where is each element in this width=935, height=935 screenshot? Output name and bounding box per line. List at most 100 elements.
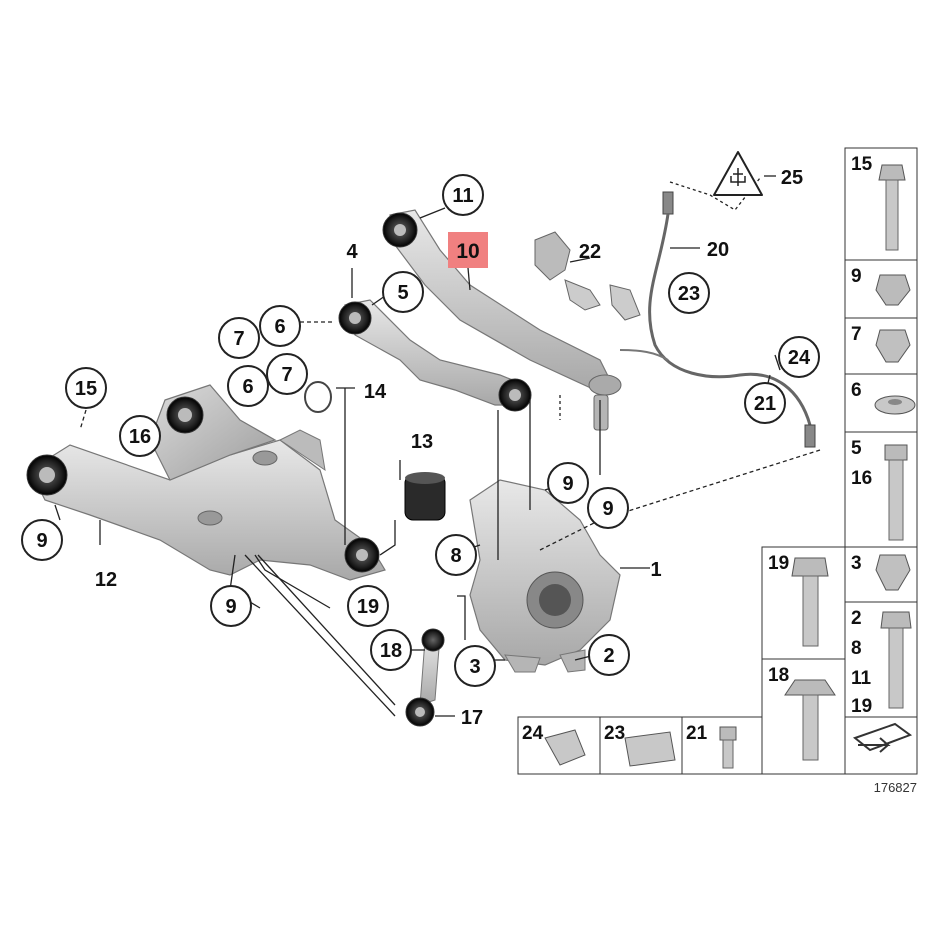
plain-labels: 4 14 13 22 20 25 1 12 17 [95, 167, 803, 729]
table-label-24: 24 [522, 723, 544, 744]
callout-23-bubble: 23 [668, 272, 710, 314]
table-label-19: 19 [768, 553, 789, 574]
table-label-23: 23 [604, 723, 625, 744]
parts-table [517, 147, 918, 775]
callout-15-bubble: 15 [65, 367, 107, 409]
callout-label: 3 [469, 656, 480, 678]
table-label-18: 18 [768, 665, 789, 686]
callout-circle [382, 271, 424, 313]
callout-label: 6 [274, 316, 285, 338]
callout-3-bubble: 3 [454, 645, 496, 687]
callout-circle [347, 585, 389, 627]
callout-circle [21, 519, 63, 561]
table-label-15: 15 [851, 154, 873, 175]
callout-6b-bubble: 6 [227, 365, 269, 407]
wheel-speed-sensor-part [619, 191, 816, 448]
callout-circle [587, 487, 629, 529]
parts-table-labels: 15 9 7 6 5 16 19 3 2 8 11 19 18 24 23 21 [522, 154, 873, 744]
callout-circle [454, 645, 496, 687]
callout-10-label: 10 [456, 240, 479, 263]
table-label-19b: 19 [851, 696, 872, 717]
table-label-21: 21 [686, 723, 708, 744]
callout-circle [442, 174, 484, 216]
callout-12-label: 12 [95, 569, 117, 591]
callout-circle [668, 272, 710, 314]
callout-circle [218, 317, 260, 359]
callout-4-label: 4 [346, 241, 358, 263]
callout-17-label: 17 [461, 707, 483, 729]
callout-label: 23 [678, 283, 700, 305]
anti-roll-link-part [405, 628, 445, 727]
wheel-carrier-part [469, 479, 621, 673]
callout-2-bubble: 2 [588, 634, 630, 676]
drawing-number: 176827 [874, 780, 917, 795]
callout-label: 9 [36, 530, 47, 552]
callout-18-bubble: 18 [370, 629, 412, 671]
callout-6a-bubble: 6 [259, 305, 301, 347]
callout-circle [65, 367, 107, 409]
callout-label: 24 [788, 347, 811, 369]
callout-label: 8 [450, 545, 461, 567]
callout-circle [778, 336, 820, 378]
callout-5-bubble: 5 [382, 271, 424, 313]
callout-label: 7 [233, 328, 244, 350]
callout-21-bubble: 21 [744, 382, 786, 424]
upper-wishbone-part [338, 299, 532, 412]
callout-label: 16 [129, 426, 151, 448]
callout-circle [266, 353, 308, 395]
callout-13-label: 13 [411, 431, 433, 453]
bracket-part [534, 231, 641, 321]
table-label-8: 8 [851, 638, 862, 659]
callout-25-label: 25 [781, 167, 803, 189]
table-label-5: 5 [851, 438, 862, 459]
callout-circle [588, 634, 630, 676]
rubber-mount-part [404, 472, 446, 521]
callout-label: 18 [380, 640, 402, 662]
callout-circle [435, 534, 477, 576]
electrical-warning-icon [713, 151, 776, 196]
callout-circle [370, 629, 412, 671]
table-part-illustrations [544, 164, 916, 769]
callout-16-bubble: 16 [119, 415, 161, 457]
callout-label: 9 [562, 473, 573, 495]
callout-9d-bubble: 9 [210, 585, 252, 627]
callout-9b-bubble: 9 [587, 487, 629, 529]
callout-circle [259, 305, 301, 347]
callout-8-bubble: 8 [435, 534, 477, 576]
callout-label: 11 [452, 185, 473, 207]
callout-label: 9 [225, 596, 236, 618]
table-label-7: 7 [851, 324, 862, 345]
table-label-9: 9 [851, 266, 862, 287]
track-control-arm-part [382, 209, 622, 431]
callout-label: 19 [357, 596, 379, 618]
lower-control-arm-part [26, 384, 386, 581]
table-label-6: 6 [851, 380, 862, 401]
callout-19-bubble: 19 [347, 585, 389, 627]
callout-14-label: 14 [364, 381, 387, 403]
callout-7b-bubble: 7 [266, 353, 308, 395]
callout-label: 7 [281, 364, 292, 386]
callout-label: 5 [397, 282, 408, 304]
table-label-3: 3 [851, 553, 862, 574]
callout-label: 21 [754, 393, 776, 415]
callout-7a-bubble: 7 [218, 317, 260, 359]
callout-9a-bubble: 9 [547, 462, 589, 504]
callout-circle [547, 462, 589, 504]
callout-circle [744, 382, 786, 424]
callout-circle [227, 365, 269, 407]
table-label-11: 11 [851, 668, 872, 689]
callout-label: 15 [75, 378, 97, 400]
callout-label: 6 [242, 376, 253, 398]
o-ring-part [304, 381, 332, 413]
callout-9c-bubble: 9 [21, 519, 63, 561]
callout-22-label: 22 [579, 241, 601, 263]
callout-1-label: 1 [650, 559, 661, 581]
callout-11-bubble: 11 [442, 174, 484, 216]
callout-20-label: 20 [707, 239, 729, 261]
table-label-2: 2 [851, 608, 862, 629]
callout-label: 9 [602, 498, 613, 520]
callout-circle [210, 585, 252, 627]
callout-circle [119, 415, 161, 457]
